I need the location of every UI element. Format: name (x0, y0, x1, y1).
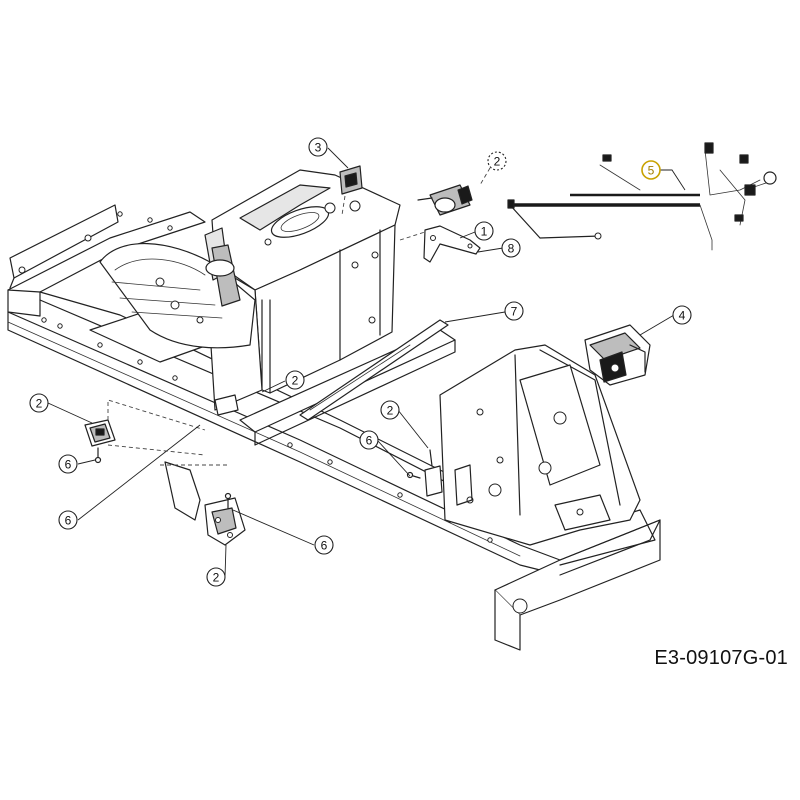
callout-2-left-label: 2 (36, 397, 43, 411)
callout-1-label: 1 (481, 225, 488, 239)
callout-6-bracket: 6 (314, 535, 334, 555)
callout-6-bracket-label: 6 (321, 539, 328, 553)
callout-4: 4 (672, 305, 692, 325)
callout-6-left-label: 6 (65, 458, 72, 472)
callout-6-bottomleft: 6 (58, 510, 78, 530)
callout-7: 7 (504, 301, 524, 321)
rail-holes (18, 211, 493, 543)
callout-5: 5 (641, 160, 661, 180)
callout-2-bottom-label: 2 (213, 571, 220, 585)
callout-1: 1 (474, 221, 494, 241)
callout-3: 3 (308, 137, 328, 157)
callout-2-mid: 2 (285, 370, 305, 390)
center-switch-part (406, 449, 443, 497)
callout-6-center: 6 (359, 430, 379, 450)
callout-2-bottom: 2 (206, 567, 226, 587)
assembly-guides (107, 167, 491, 466)
callout-leaders (47, 147, 686, 578)
rear-support-bracket (439, 344, 641, 546)
wiring-harness-part (507, 142, 777, 251)
callout-2-center-label: 2 (387, 404, 394, 418)
callout-2-left: 2 (29, 393, 49, 413)
electric-clutch-part (584, 324, 651, 386)
seat-switch-part (84, 419, 116, 464)
callout-6-center-label: 6 (366, 434, 373, 448)
callout-7-label: 7 (511, 305, 518, 319)
lever-part (423, 225, 481, 263)
callout-2-mid-label: 2 (292, 374, 299, 388)
callout-2-center: 2 (380, 400, 400, 420)
callout-3-label: 3 (315, 141, 322, 155)
callout-6-left: 6 (58, 454, 78, 474)
callout-4-label: 4 (679, 309, 686, 323)
callout-2-top: 2 (487, 151, 507, 171)
callout-2-top-label: 2 (494, 155, 501, 169)
solenoid-part (417, 184, 473, 216)
callout-5-label: 5 (648, 164, 655, 178)
callout-6-bottomleft-label: 6 (65, 514, 72, 528)
seat-mount-plate (99, 227, 256, 349)
drawing-reference-code: E3-09107G-01 (654, 647, 788, 669)
ignition-switch-part (339, 165, 363, 195)
mount-bracket-part (164, 461, 246, 546)
callout-8-label: 8 (508, 242, 515, 256)
callout-8: 8 (501, 238, 521, 258)
support-bar-part (299, 319, 449, 421)
